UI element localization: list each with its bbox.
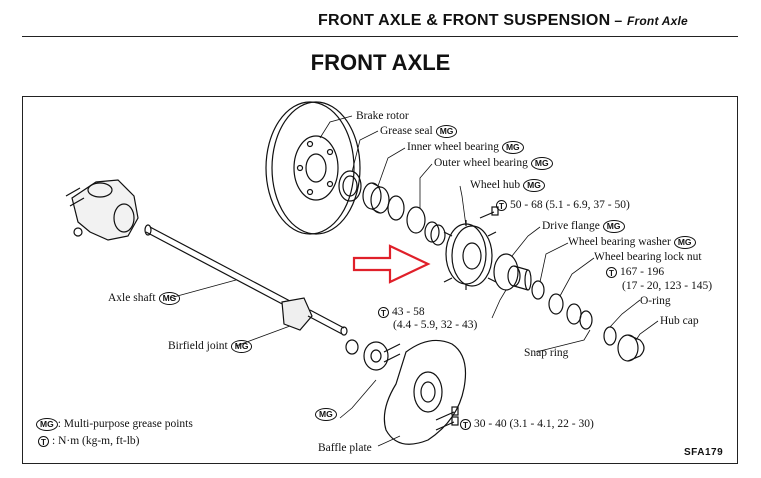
- washer-shape: [531, 280, 545, 300]
- label-brake-rotor: Brake rotor: [356, 110, 409, 122]
- mg-symbol: MG: [673, 236, 696, 249]
- torque-symbol: T: [460, 418, 471, 430]
- mg-symbol: MG: [230, 340, 253, 353]
- label-hub-cap: Hub cap: [660, 315, 699, 327]
- baffle-plate-shape: [383, 339, 467, 445]
- drive-flange-shape: [493, 253, 532, 291]
- red-arrow: [352, 244, 431, 284]
- label-torque-flange-values: (4.4 - 5.9, 32 - 43): [393, 319, 478, 331]
- axle-shaft-shape: [144, 224, 291, 307]
- label-baffle-plate: Baffle plate: [318, 442, 372, 454]
- brake-rotor-shape: [265, 101, 361, 235]
- torque-symbol: T: [38, 435, 49, 447]
- section-title: FRONT AXLE & FRONT SUSPENSION: [318, 12, 611, 29]
- mg-symbol: MG: [523, 179, 545, 192]
- mg-symbol: MG: [530, 157, 553, 170]
- label-torque-lock-nut-values: (17 - 20, 123 - 145): [622, 280, 713, 292]
- mg-symbol: MG: [602, 220, 625, 233]
- header-divider: [22, 36, 738, 37]
- torque-symbol: T: [496, 199, 507, 211]
- label-mg-point: MG: [312, 408, 337, 421]
- inner-bearing-shape: [362, 182, 390, 214]
- steering-knuckle: [65, 179, 139, 241]
- legend-torque: T: N·m (kg-m, ft-lb): [38, 435, 140, 447]
- legend-mg: MG: Multi-purpose grease points: [36, 418, 193, 431]
- wheel-hub-shape: [443, 220, 497, 290]
- label-wheel-bearing-lock-nut: Wheel bearing lock nut: [594, 251, 702, 263]
- header-dash: –: [614, 12, 623, 28]
- o-ring-shape: [603, 326, 617, 346]
- figure-reference-code: SFA179: [684, 447, 724, 458]
- label-snap-ring: Snap ring: [524, 347, 569, 359]
- spindle-shape: [363, 341, 401, 371]
- mg-symbol: MG: [158, 292, 181, 305]
- diagram-frame: [22, 96, 738, 464]
- mg-symbol: MG: [36, 418, 58, 431]
- torque-symbol: T: [606, 266, 617, 278]
- hub-cap-shape: [617, 334, 645, 362]
- mg-symbol: MG: [315, 408, 337, 421]
- mg-symbol: MG: [435, 125, 458, 138]
- lock-nut-shape: [548, 293, 564, 315]
- section-header: FRONT AXLE & FRONT SUSPENSION– Front Axl…: [318, 12, 688, 30]
- birfield-joint-shape: [281, 297, 348, 336]
- page-title: FRONT AXLE: [310, 50, 451, 75]
- snap-ring-shape: [345, 339, 359, 355]
- section-subtitle: Front Axle: [627, 14, 688, 28]
- torque-symbol: T: [378, 306, 389, 318]
- label-o-ring: O-ring: [640, 295, 671, 307]
- outer-bearing-shape: [424, 221, 446, 246]
- grease-seal-shape: [338, 170, 362, 202]
- baffle-bolts: [435, 406, 459, 431]
- mg-symbol: MG: [501, 141, 524, 154]
